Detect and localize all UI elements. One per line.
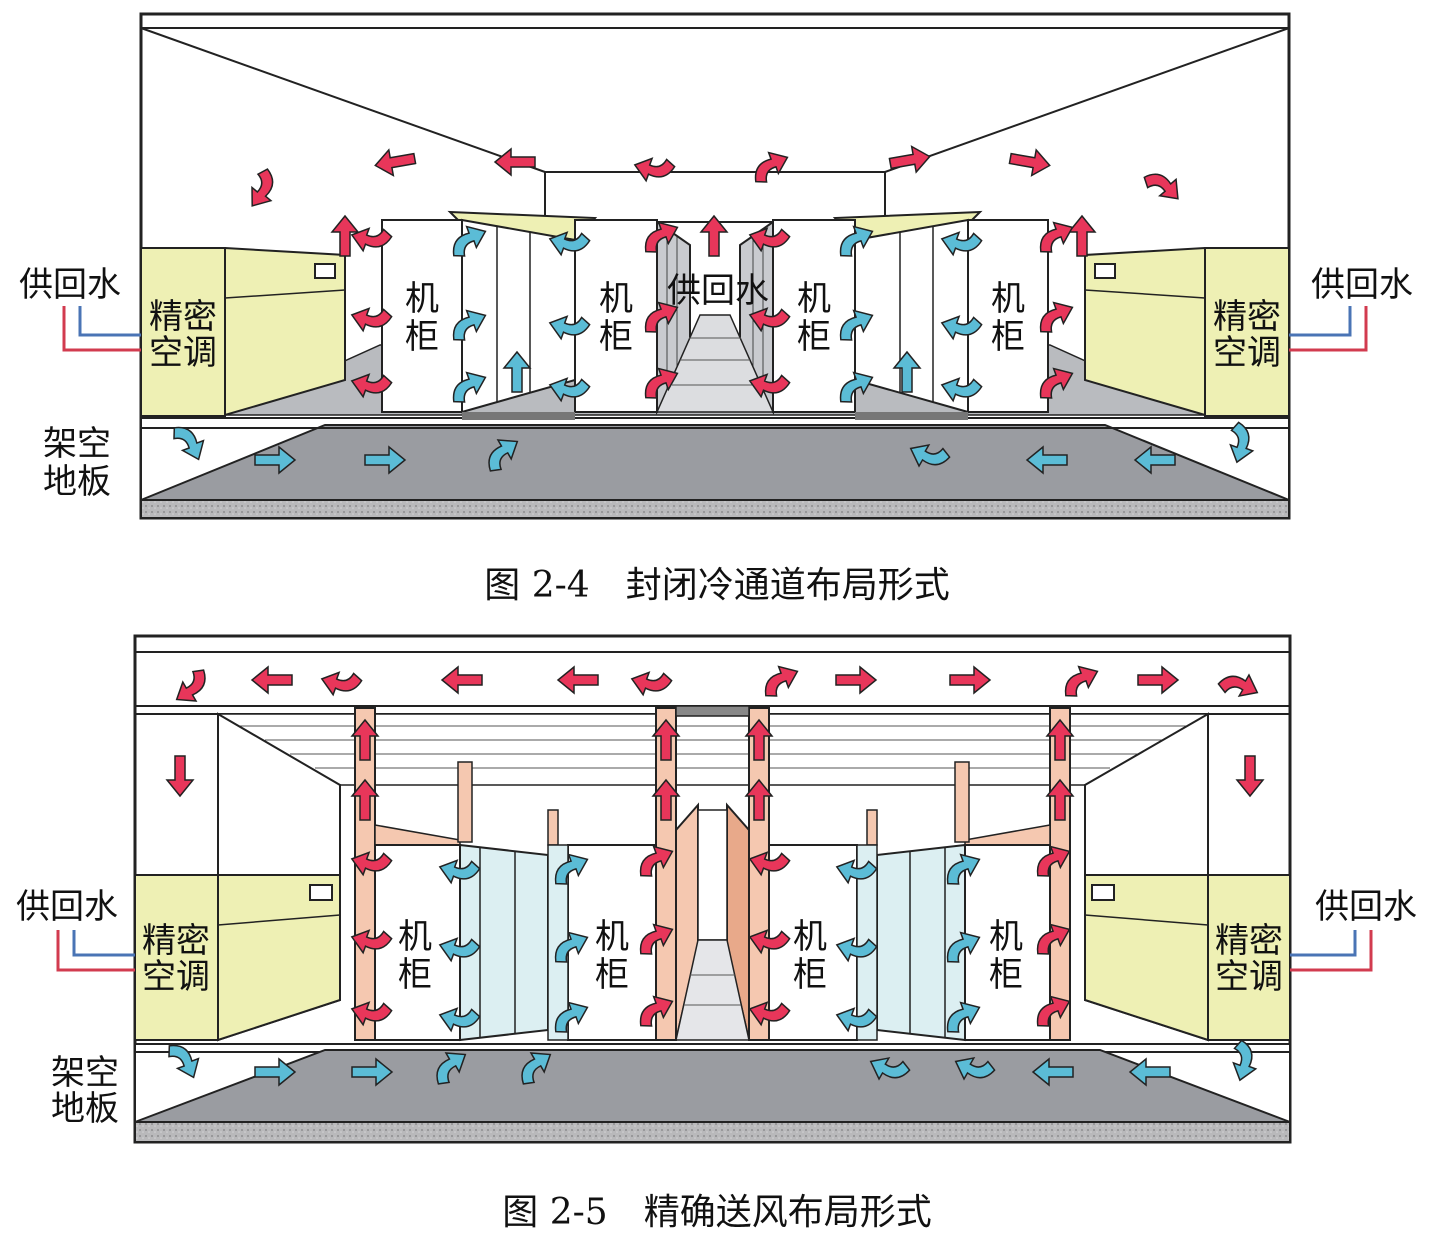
cabinet-label: 机	[599, 279, 633, 319]
supply-pipe-left-2	[74, 930, 135, 955]
cabinet-label: 机	[797, 279, 831, 319]
supply-pipe-right	[1289, 306, 1350, 335]
water-label-right-2: 供回水	[1315, 887, 1417, 927]
return-pipe-right-2	[1290, 930, 1371, 970]
water-label-left-2: 供回水	[16, 887, 118, 927]
return-pipe-left-2	[58, 930, 135, 970]
cabinet-label: 机	[991, 279, 1025, 319]
return-pipe-left	[64, 306, 141, 350]
cabinet-label: 柜	[797, 317, 831, 357]
ac-label-left-2b: 空调	[142, 957, 210, 997]
floor-label-1b: 架空	[51, 1053, 119, 1093]
cabinet-label: 机	[595, 917, 629, 957]
supply-pipe-left	[80, 306, 141, 335]
cabinet-label: 机	[405, 279, 439, 319]
cabinet-label: 柜	[595, 955, 629, 995]
cabinet-label: 柜	[405, 317, 439, 357]
water-label-right: 供回水	[1311, 265, 1413, 305]
cabinet-label: 机	[398, 917, 432, 957]
ac-label-left-2: 空调	[149, 333, 217, 373]
center-water-label: 供回水	[667, 271, 769, 311]
figure-caption-2-4: 图 2-4 封闭冷通道布局形式	[484, 565, 949, 606]
ac-label-right-1b: 精密	[1215, 921, 1283, 961]
figure-closed-cold-aisle: 精密 空调 精密 空调 机 柜 机 柜 机 柜 机 柜 供回水 供回水 供回水 …	[19, 14, 1413, 606]
ac-label-right-1: 精密	[1213, 297, 1281, 337]
floor-label-1: 架空	[43, 424, 111, 464]
cabinet-label: 机	[793, 917, 827, 957]
figure-caption-2-5: 图 2-5 精确送风布局形式	[502, 1192, 931, 1233]
floor-label-2b: 地板	[51, 1089, 119, 1129]
cabinet-label: 柜	[398, 955, 432, 995]
cabinet-label: 机	[989, 917, 1023, 957]
ac-label-right-2: 空调	[1213, 333, 1281, 373]
ac-label-right-2b: 空调	[1215, 957, 1283, 997]
supply-pipe-right-2	[1290, 930, 1355, 955]
figure-precise-air-supply: 精密 空调 精密 空调 机 柜 机 柜 机 柜 机 柜 供回水 供回水 架空 地…	[16, 636, 1417, 1233]
cabinet-label: 柜	[991, 317, 1025, 357]
cabinet-label: 柜	[989, 955, 1023, 995]
cabinet-label: 柜	[793, 955, 827, 995]
cabinet-label: 柜	[599, 317, 633, 357]
water-label-left: 供回水	[19, 265, 121, 305]
floor-label-2: 地板	[43, 462, 111, 502]
return-pipe-right	[1289, 306, 1366, 350]
ac-label-left-1: 精密	[149, 297, 217, 337]
ac-label-left-1b: 精密	[142, 921, 210, 961]
